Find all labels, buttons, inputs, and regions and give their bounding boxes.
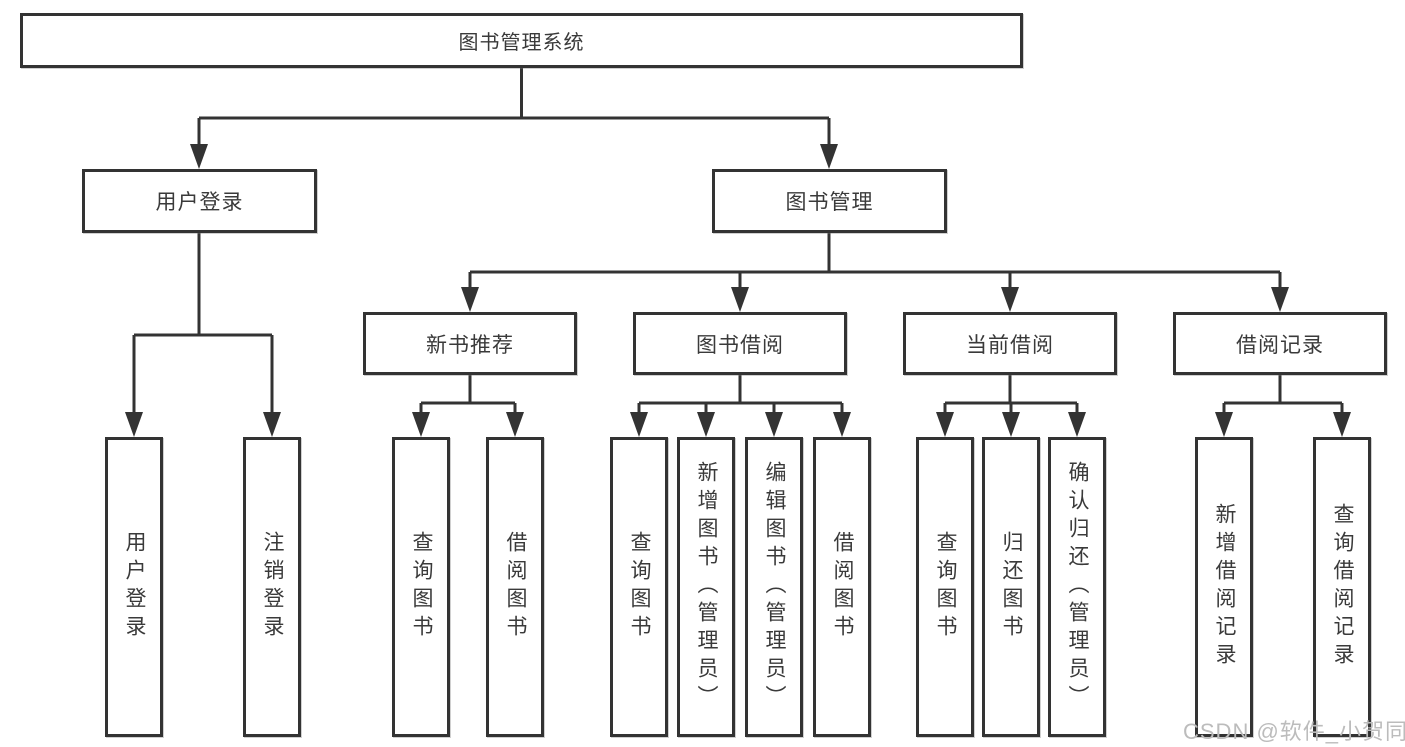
leaf-borrow-books-recommend: 借阅图书 [486, 437, 544, 737]
leaf-edit-book-admin: 编辑图书（管理员） [745, 437, 803, 737]
leaf-add-book-admin: 新增图书（管理员） [677, 437, 735, 737]
node-new-book-recommend-label: 新书推荐 [426, 333, 514, 357]
node-user-login: 用户登录 [82, 169, 317, 233]
node-borrowing-records: 借阅记录 [1173, 312, 1387, 375]
node-root-label: 图书管理系统 [458, 32, 585, 54]
node-book-borrowing: 图书借阅 [633, 312, 847, 375]
node-book-borrowing-label: 图书借阅 [696, 333, 784, 357]
node-current-borrowing-label: 当前借阅 [966, 333, 1054, 357]
leaf-add-borrow-record: 新增借阅记录 [1195, 437, 1253, 737]
leaf-logout: 注销登录 [243, 437, 301, 737]
leaf-return-books: 归还图书 [982, 437, 1040, 737]
node-current-borrowing: 当前借阅 [903, 312, 1117, 375]
node-user-login-label: 用户登录 [155, 191, 244, 214]
node-book-management-label: 图书管理 [785, 191, 874, 214]
node-root: 图书管理系统 [20, 13, 1023, 68]
leaf-user-login: 用户登录 [105, 437, 163, 737]
leaf-query-books-current: 查询图书 [916, 437, 974, 737]
leaf-query-borrow-record: 查询借阅记录 [1313, 437, 1371, 737]
leaf-borrow-books-borrowing: 借阅图书 [813, 437, 871, 737]
watermark: CSDN @软件_小贺同学 [1183, 719, 1405, 744]
leaf-query-books-borrowing: 查询图书 [610, 437, 668, 737]
node-borrowing-records-label: 借阅记录 [1236, 333, 1324, 357]
leaf-query-books-recommend: 查询图书 [392, 437, 450, 737]
node-book-management: 图书管理 [712, 169, 947, 233]
node-new-book-recommend: 新书推荐 [363, 312, 577, 375]
leaf-confirm-return-admin: 确认归还（管理员） [1048, 437, 1106, 737]
